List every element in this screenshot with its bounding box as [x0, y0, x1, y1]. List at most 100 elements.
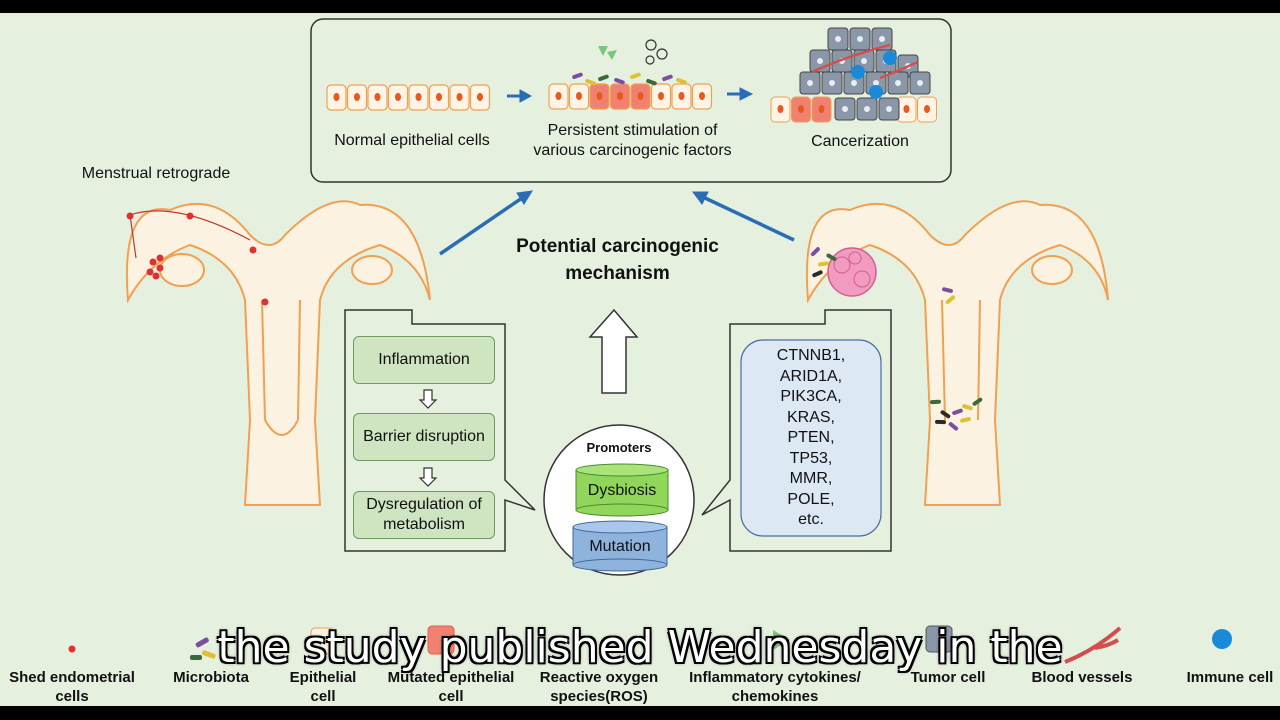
- cell-nucleus: [617, 92, 623, 100]
- immune-cell: [869, 85, 883, 99]
- microbe: [935, 419, 946, 425]
- cell-nucleus: [436, 93, 442, 101]
- letterbox-bottom: [0, 706, 1280, 720]
- normal-epithelium-label: Normal epithelial cells: [334, 132, 490, 149]
- tumor-nucleus: [842, 106, 848, 112]
- mechanism-title-line2: mechanism: [565, 263, 670, 284]
- gene-item: PTEN,: [787, 429, 835, 446]
- legend-line1: Epithelial: [289, 669, 357, 686]
- left-callout-frame: [344, 309, 536, 552]
- dysbiosis-label: Dysbiosis: [587, 482, 657, 499]
- cell-nucleus: [678, 92, 685, 100]
- microbe: [960, 417, 971, 423]
- microbe: [940, 410, 951, 419]
- microbe: [962, 404, 973, 411]
- normal-epithelium-icon: [326, 84, 491, 111]
- legend-line1: Mutated epithelial: [387, 669, 515, 686]
- tumor-nucleus: [851, 80, 857, 86]
- legend-line2: species(ROS): [550, 688, 648, 705]
- cell-nucleus: [395, 93, 401, 101]
- gene-item: etc.: [798, 511, 824, 528]
- shed-cell: [156, 264, 164, 272]
- microbe: [826, 253, 837, 261]
- panel-arrow-1: [507, 89, 533, 103]
- cell-nucleus: [477, 93, 483, 101]
- cancer-tissue-icon: [770, 27, 937, 123]
- gene-list: CTNNB1,ARID1A,PIK3CA,KRAS,PTEN,TP53,MMR,…: [741, 346, 881, 531]
- tumor-nucleus: [857, 36, 863, 42]
- cell-nucleus: [818, 105, 825, 113]
- microbe: [942, 287, 953, 293]
- immune-cell: [851, 65, 865, 79]
- cell-nucleus: [637, 92, 644, 100]
- microbe: [818, 261, 829, 267]
- shed-cell: [152, 272, 160, 280]
- microbe: [676, 77, 687, 85]
- gene-item: POLE,: [787, 490, 835, 508]
- cell-nucleus: [456, 93, 463, 101]
- microbiota-clusters-icon: [810, 247, 983, 431]
- gene-item: ARID1A,: [779, 367, 843, 385]
- left-diagonal-arrow: [439, 190, 533, 256]
- mutation-label: Mutation: [589, 538, 651, 555]
- microbe: [930, 399, 941, 405]
- tumor-nucleus: [829, 80, 835, 86]
- legend-item: Reactive oxygen species(ROS): [533, 668, 665, 706]
- shed-endometrial-cells-left: [126, 212, 269, 306]
- microbe: [630, 72, 641, 80]
- legend-line2: cell: [438, 688, 464, 705]
- legend-cytokine-icon: [773, 630, 790, 650]
- legend-item: Blood vessels: [1022, 668, 1142, 687]
- cell-nucleus: [777, 105, 784, 113]
- tumor-nucleus: [817, 58, 823, 64]
- tumor-nucleus: [917, 80, 923, 86]
- cell-nucleus: [924, 105, 930, 113]
- microbe: [972, 397, 983, 406]
- cell-nucleus: [415, 93, 422, 101]
- legend-vessel-icon: [1064, 626, 1122, 664]
- legend-microbiota-icon: [190, 637, 216, 660]
- cancerization-label: Cancerization: [811, 133, 909, 150]
- legend-line1: Reactive oxygen: [539, 669, 659, 686]
- legend-shed-cell-icon: [68, 645, 76, 653]
- legend-line2: cells: [55, 688, 89, 705]
- shed-cell: [186, 212, 194, 220]
- step-inflammation-label: Inflammation: [378, 351, 470, 368]
- tumor-nucleus: [861, 58, 867, 64]
- legend-immune-icon: [1212, 629, 1232, 649]
- gene-item: MMR,: [789, 470, 833, 487]
- top-panel-frame: [310, 18, 952, 183]
- shed-cell: [149, 258, 157, 266]
- legend-line1: Microbiota: [173, 669, 249, 686]
- legend-epithelial-icon: [310, 627, 334, 655]
- step-inflammation: Inflammation: [353, 336, 495, 384]
- cell-nucleus: [798, 105, 804, 113]
- microbe: [810, 247, 820, 257]
- stimulation-label-line1: Persistent stimulation of: [547, 122, 718, 139]
- right-diagonal-arrow: [692, 191, 795, 242]
- tumor-nucleus: [864, 106, 870, 112]
- ros-particles-icon: [598, 39, 668, 65]
- cell-nucleus: [658, 92, 664, 100]
- panel-arrow-2: [727, 87, 754, 101]
- promoters-label: Promoters: [586, 440, 652, 455]
- shed-cell: [249, 246, 257, 254]
- gene-list-box: [740, 339, 882, 537]
- gene-item: TP53,: [789, 449, 833, 467]
- stimulation-label-line2: various carcinogenic factors: [533, 142, 732, 159]
- video-caption: the study published Wednesday in the: [217, 622, 1063, 673]
- gene-item: KRAS,: [786, 408, 835, 426]
- microbe: [662, 74, 673, 82]
- legend-line2: chemokines: [731, 688, 819, 705]
- tumor-mass-icon: [827, 247, 877, 297]
- legend-line1: Inflammatory cytokines/: [689, 669, 861, 686]
- microbe: [572, 72, 583, 80]
- legend-mutated-icon: [427, 625, 455, 655]
- legend-item: Microbiota: [166, 668, 256, 687]
- legend-item: Mutated epithelial cell: [381, 668, 521, 706]
- letterbox-top: [0, 0, 1280, 13]
- step-barrier-disruption: Barrier disruption: [353, 413, 495, 461]
- legend-line1: Tumor cell: [910, 669, 986, 686]
